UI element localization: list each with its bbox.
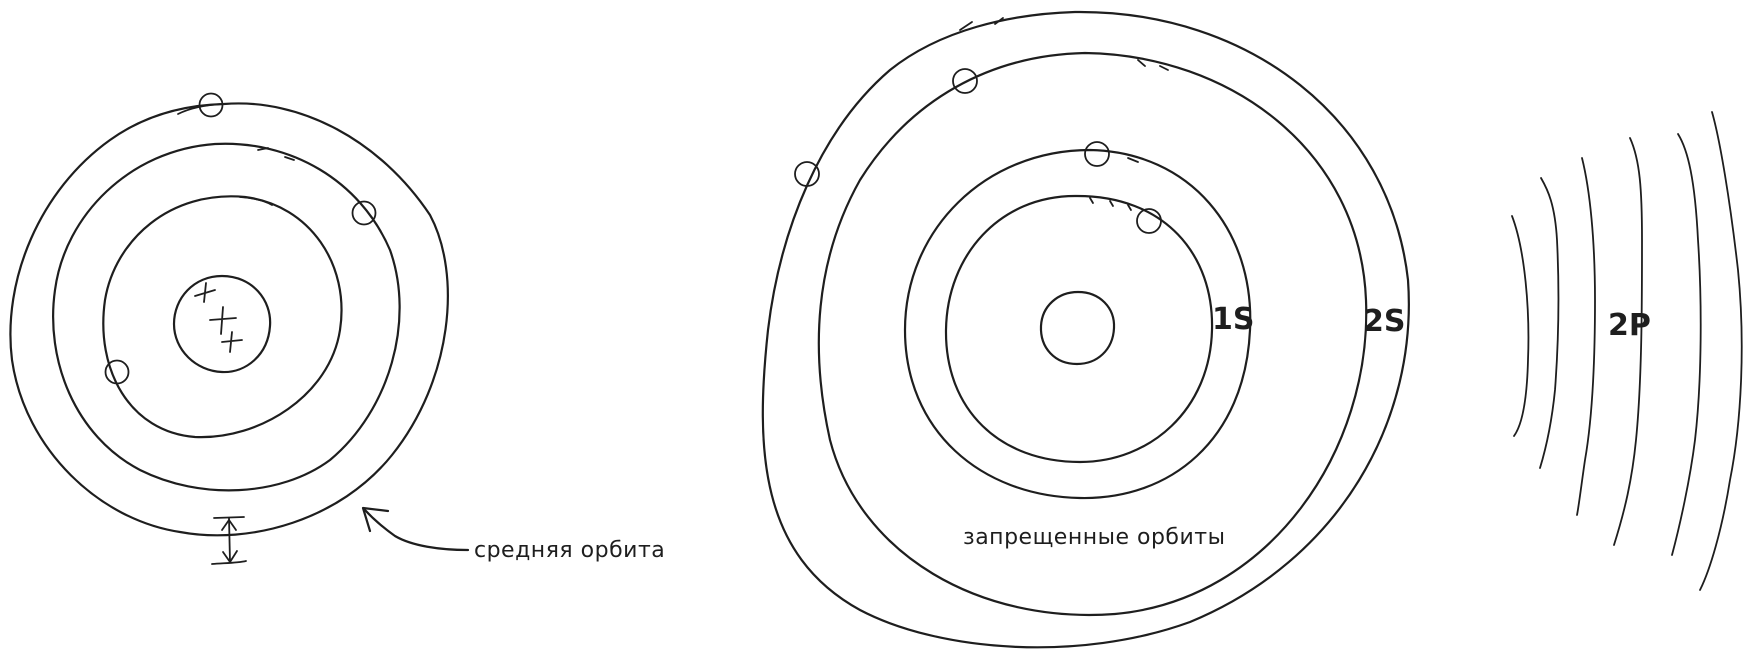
wavefront-line <box>1576 157 1596 516</box>
wavefront-line <box>1539 177 1560 469</box>
electron <box>351 200 377 226</box>
electron <box>198 92 224 118</box>
electron <box>1136 208 1162 234</box>
orbit-label-2s: 2S <box>1363 304 1405 339</box>
wave-label-2p: 2P <box>1608 308 1651 343</box>
left-outer-orbit <box>9 102 449 537</box>
callout-arrow <box>361 506 470 552</box>
right-atom: 1S 2S запрещенные орбиты <box>761 10 1410 649</box>
wavefront-line <box>1699 111 1743 591</box>
orbit-thickness-marker <box>211 516 247 565</box>
forbidden-orbits-label: запрещенные орбиты <box>963 525 1225 550</box>
right-outermost-orbit <box>761 10 1410 649</box>
wavefront-line <box>1613 137 1643 546</box>
electron <box>1084 141 1110 167</box>
wavefronts-2p: 2P <box>1511 111 1743 591</box>
callout-label: средняя орбита <box>474 538 665 563</box>
nucleus-charge-plus-3 <box>221 331 243 353</box>
electron <box>952 68 978 94</box>
left-nucleus <box>172 274 272 374</box>
nucleus-charge-plus-2 <box>209 306 237 335</box>
nucleus-charge-plus-1 <box>194 282 216 303</box>
wavefront-line <box>1511 215 1530 437</box>
left-inner-orbit <box>102 195 343 439</box>
right-inner-orbit <box>944 194 1214 464</box>
right-nucleus <box>1039 290 1116 366</box>
electron <box>104 359 130 385</box>
left-middle-orbit <box>52 142 401 492</box>
wavefront-line <box>1671 133 1702 556</box>
left-atom: средняя орбита <box>9 92 665 565</box>
electron <box>794 161 820 187</box>
orbit-label-1s: 1S <box>1212 302 1254 337</box>
orbit-1s <box>903 148 1252 500</box>
orbit-2s <box>817 51 1368 617</box>
